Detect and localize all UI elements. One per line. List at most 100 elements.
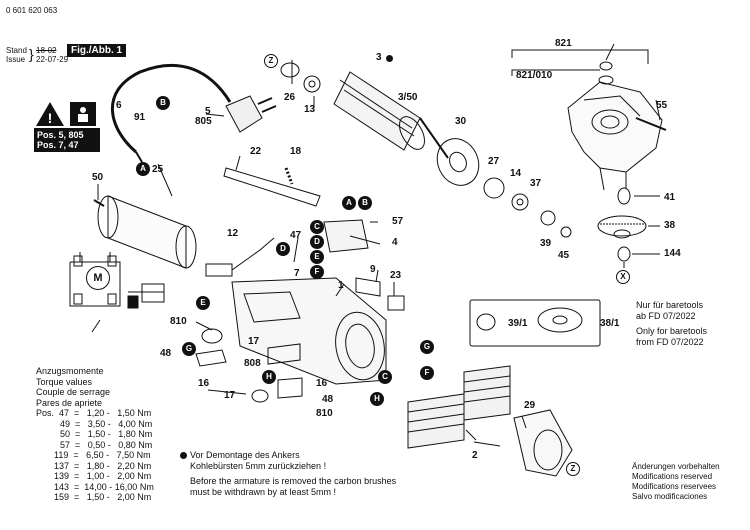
torque-row: 159 = 1,50 - 2,00 Nm xyxy=(54,492,152,502)
marker-c-switch: C xyxy=(310,220,324,234)
marker-d-capacitor: D xyxy=(276,242,290,256)
field-coil-shape xyxy=(407,393,465,449)
torque-row: 50 = 1,50 - 1,80 Nm xyxy=(60,429,153,439)
part-3-50: 3/50 xyxy=(398,92,418,103)
warning-pos-box: Pos. 5, 805 Pos. 7, 47 xyxy=(34,128,100,152)
part-17-lower: 17 xyxy=(224,390,236,401)
part-13: 13 xyxy=(304,104,316,115)
marker-b-switch: B xyxy=(358,196,372,210)
stand-label: Stand xyxy=(6,46,27,55)
fan-guard-shape xyxy=(436,138,480,186)
part-38: 38 xyxy=(664,220,676,231)
marker-e-switch: E xyxy=(310,250,324,264)
torque-row: Pos. 47 = 1,20 - 1,50 Nm xyxy=(36,408,152,418)
part-27: 27 xyxy=(488,156,500,167)
stand-old-date: 18-02 xyxy=(36,46,57,55)
part-45: 45 xyxy=(558,250,570,261)
manual-icon xyxy=(70,102,96,126)
part-48-upper: 48 xyxy=(160,348,172,359)
figure-label: Fig./Abb. 1 xyxy=(67,44,127,57)
part-9: 9 xyxy=(370,264,376,275)
marker-b-cord: B xyxy=(156,96,170,110)
part-16-lower: 16 xyxy=(316,378,328,389)
motor-housing-shape xyxy=(107,195,187,269)
part-55: 55 xyxy=(656,100,668,111)
modifications-note: Änderungen vorbehalten Modifications res… xyxy=(632,462,720,501)
motor-symbol-icon: M xyxy=(86,266,110,290)
marker-e-wire: E xyxy=(196,296,210,310)
marker-g-brush: G xyxy=(182,342,196,356)
plug-shape xyxy=(225,95,263,133)
power-cord-shape xyxy=(110,63,232,154)
part-3: 3 xyxy=(376,52,382,63)
marker-h-coil: H xyxy=(370,392,384,406)
torque-table: Anzugsmomente Torque values Couple de se… xyxy=(36,366,154,502)
marker-a-switch: A xyxy=(342,196,356,210)
torque-row: 137 = 1,80 - 2,20 Nm xyxy=(54,460,152,471)
part-48-lower: 48 xyxy=(322,394,334,405)
bevel-gear-shape xyxy=(597,215,647,237)
part-25: 25 xyxy=(152,164,164,175)
part-810-upper: 810 xyxy=(170,316,187,327)
torque-row: 139 = 1,00 - 2,00 Nm xyxy=(54,471,152,481)
torque-row: 119 = 6,50 - 7,50 Nm xyxy=(54,450,151,460)
warning-icon: ! xyxy=(36,102,64,126)
wheel-guard-shape xyxy=(513,409,573,477)
part-144: 144 xyxy=(664,248,681,259)
torque-row: 57 = 0,50 - 0,80 Nm xyxy=(60,439,153,450)
part-6: 6 xyxy=(116,100,122,111)
svg-text:!: ! xyxy=(48,110,53,126)
note-bullet-icon xyxy=(180,452,187,459)
marker-c-coil: C xyxy=(378,370,392,384)
marker-f-coil: F xyxy=(420,366,434,380)
marker-x-gear: X xyxy=(616,270,630,284)
part-29: 29 xyxy=(524,400,536,411)
part-30: 30 xyxy=(455,116,467,127)
marker-h-brush: H xyxy=(262,370,276,384)
part-91: 91 xyxy=(134,112,146,123)
part-number: 0 601 620 063 xyxy=(6,6,58,15)
part-1: 1 xyxy=(338,280,344,291)
new-part-dot-icon xyxy=(386,55,393,62)
part-22: 22 xyxy=(250,146,262,157)
part-805: 805 xyxy=(195,116,212,127)
part-2: 2 xyxy=(472,450,478,461)
torque-row: 143 = 14,00 - 16,00 Nm xyxy=(54,481,154,492)
part-14: 14 xyxy=(510,168,522,179)
issue-label: Issue xyxy=(6,55,26,64)
wiring-schematic xyxy=(69,252,164,307)
armature-note: Vor Demontage des Ankers Kohlebürsten 5m… xyxy=(190,450,397,497)
part-18: 18 xyxy=(290,146,302,157)
lightning-icon xyxy=(91,319,101,333)
baretools-box xyxy=(469,299,601,347)
part-39-1: 39/1 xyxy=(508,318,528,329)
brace-symbol: } xyxy=(29,46,34,62)
part-4: 4 xyxy=(392,237,398,248)
part-38-1: 38/1 xyxy=(600,318,620,329)
part-5: 5 xyxy=(205,106,211,117)
part-810-lower: 810 xyxy=(316,408,333,419)
marker-z-bearing: Z xyxy=(264,54,278,68)
part-12: 12 xyxy=(227,228,239,239)
part-39: 39 xyxy=(540,238,552,249)
baretools-note: Nur für baretools ab FD 07/2022 Only for… xyxy=(636,300,708,347)
part-41: 41 xyxy=(664,192,676,203)
part-57: 57 xyxy=(392,216,404,227)
part-808: 808 xyxy=(244,358,261,369)
part-37: 37 xyxy=(530,178,542,189)
part-50: 50 xyxy=(92,172,104,183)
issue-date: 22-07-29 xyxy=(36,55,69,64)
part-23: 23 xyxy=(390,270,402,281)
marker-g-coil: G xyxy=(420,340,434,354)
marker-a-cord: A xyxy=(136,162,150,176)
part-16-upper: 16 xyxy=(198,378,210,389)
armature-shape xyxy=(333,71,421,151)
marker-f-switch: F xyxy=(310,265,324,279)
torque-row: 49 = 3,50 - 4,00 Nm xyxy=(60,418,153,429)
part-7: 7 xyxy=(294,268,300,279)
part-821-010: 821/010 xyxy=(516,70,553,81)
marker-d-switch: D xyxy=(310,235,324,249)
marker-z-guard: Z xyxy=(566,462,580,476)
part-821: 821 xyxy=(555,38,572,49)
